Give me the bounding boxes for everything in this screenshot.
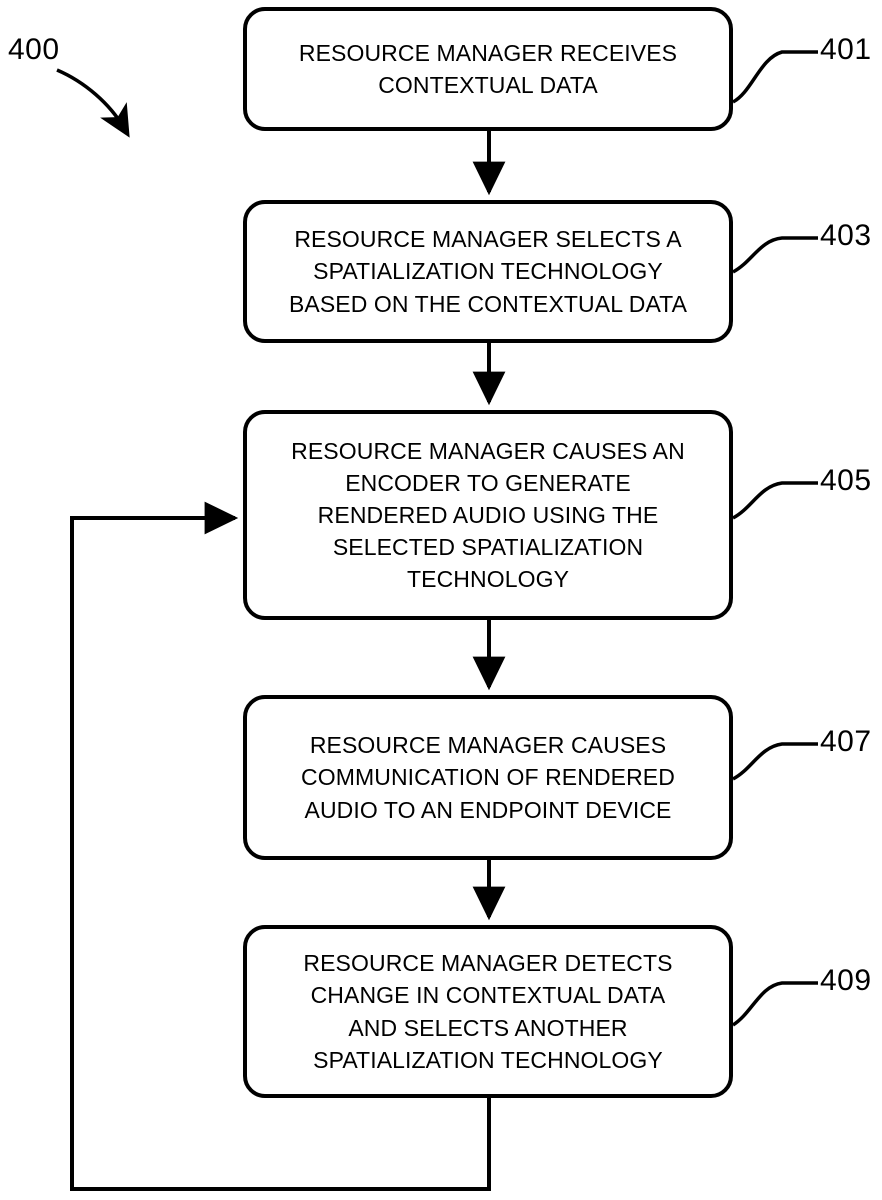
figure-id-label: 400: [8, 33, 60, 66]
ref-label-405: 405: [820, 464, 872, 497]
ref-label-409: 409: [820, 964, 872, 997]
flow-node-409[interactable]: RESOURCE MANAGER DETECTS CHANGE IN CONTE…: [243, 925, 733, 1098]
ref-label-403: 403: [820, 219, 872, 252]
leader-line-401: [732, 50, 818, 104]
ref-label-407: 407: [820, 725, 872, 758]
leader-line-403: [732, 236, 818, 274]
feedback-loop-409-to-405: [70, 501, 491, 1191]
flow-node-401-text: RESOURCE MANAGER RECEIVES CONTEXTUAL DAT…: [298, 39, 678, 98]
leader-line-407: [732, 742, 818, 781]
flow-node-407[interactable]: RESOURCE MANAGER CAUSES COMMUNICATION OF…: [243, 695, 733, 860]
flow-node-401[interactable]: RESOURCE MANAGER RECEIVES CONTEXTUAL DAT…: [243, 7, 733, 131]
flow-node-403[interactable]: RESOURCE MANAGER SELECTS A SPATIALIZATIO…: [243, 200, 733, 343]
leader-line-409: [732, 981, 818, 1027]
ref-label-401: 401: [820, 33, 872, 66]
flow-node-409-text: RESOURCE MANAGER DETECTS CHANGE IN CONTE…: [303, 950, 673, 1073]
leader-line-405: [732, 481, 818, 520]
flow-node-403-text: RESOURCE MANAGER SELECTS A SPATIALIZATIO…: [288, 226, 688, 317]
flow-node-405[interactable]: RESOURCE MANAGER CAUSES AN ENCODER TO GE…: [243, 410, 733, 620]
flow-node-407-text: RESOURCE MANAGER CAUSES COMMUNICATION OF…: [301, 732, 675, 823]
flow-node-405-text: RESOURCE MANAGER CAUSES AN ENCODER TO GE…: [291, 437, 685, 593]
figure-id-pointer: [56, 68, 130, 138]
